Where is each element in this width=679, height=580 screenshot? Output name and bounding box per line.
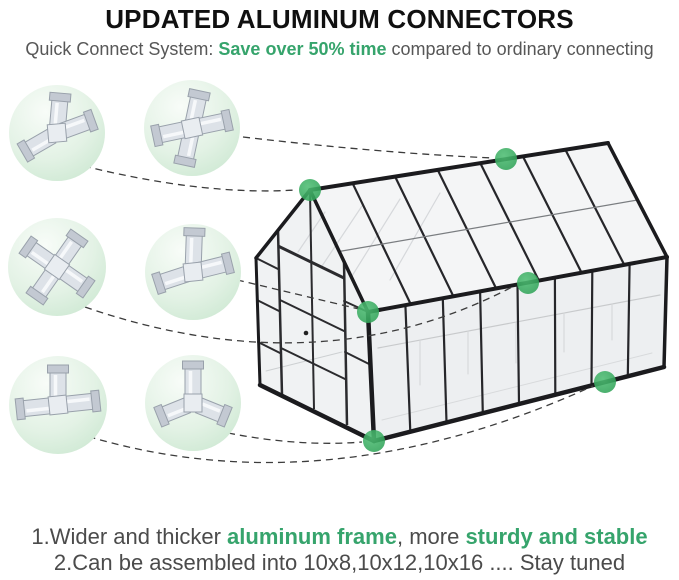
connector-thumbnail-middle-left bbox=[8, 218, 106, 316]
connector-point-marker-ridge bbox=[495, 148, 517, 170]
corner-connector-icon bbox=[151, 227, 235, 295]
subtitle-prefix: Quick Connect System: bbox=[25, 39, 219, 59]
subtitle: Quick Connect System: Save over 50% time… bbox=[0, 39, 679, 60]
front-right-rafter bbox=[308, 188, 370, 314]
page-title: UPDATED ALUMINUM CONNECTORS bbox=[105, 4, 574, 34]
footer-line-2: 2.Can be assembled into 10x8,10x12,10x16… bbox=[53, 550, 626, 575]
connector-point-marker-eave-corner bbox=[357, 301, 379, 323]
front-left-post bbox=[254, 256, 262, 387]
footer-line-1: 1.Wider and thicker aluminum frame, more… bbox=[0, 524, 679, 550]
footer-line1-highlight-2: sturdy and stable bbox=[465, 524, 648, 549]
leader-line-base-mid bbox=[76, 385, 594, 464]
t-connector-icon bbox=[14, 364, 102, 421]
roof-rafters bbox=[338, 148, 638, 306]
door-jambs bbox=[276, 229, 349, 426]
connector-point-markers bbox=[299, 148, 616, 452]
greenhouse-illustration bbox=[254, 141, 669, 444]
wall-studs bbox=[404, 262, 631, 433]
connector-point-marker-base-mid bbox=[594, 371, 616, 393]
leader-line-base-corner bbox=[227, 432, 363, 444]
footer-line1-prefix: 1.Wider and thicker bbox=[31, 524, 228, 549]
cross-connector-icon bbox=[18, 228, 96, 306]
corner-connector-icon bbox=[16, 91, 99, 163]
footer: 1.Wider and thicker aluminum frame, more… bbox=[0, 524, 679, 576]
leader-line-peak bbox=[71, 162, 297, 192]
connector-thumbnail-top-right bbox=[144, 80, 240, 176]
subtitle-highlight: Save over 50% time bbox=[218, 39, 387, 59]
connector-thumbnail-middle-right bbox=[145, 224, 241, 320]
connector-thumbnail-bottom-right bbox=[145, 355, 241, 451]
door-handle bbox=[303, 330, 309, 336]
cross-connector-icon bbox=[150, 88, 234, 168]
front-base-beam bbox=[257, 382, 377, 444]
leader-lines bbox=[71, 136, 594, 464]
header: UPDATED ALUMINUM CONNECTORS Quick Connec… bbox=[0, 0, 679, 60]
connector-point-marker-eave-mid bbox=[517, 272, 539, 294]
greenhouse-frame bbox=[254, 141, 669, 444]
front-corner-post bbox=[365, 309, 377, 444]
door-center-post bbox=[309, 191, 315, 410]
connector-point-marker-base-corner bbox=[363, 430, 385, 452]
footer-line1-highlight-1: aluminum frame bbox=[227, 524, 397, 549]
leader-line-eave-mid bbox=[84, 285, 515, 344]
ridge-beam bbox=[308, 141, 610, 192]
leader-line-eave-corner bbox=[224, 276, 360, 310]
connector-point-marker-peak bbox=[299, 179, 321, 201]
connector-thumbnail-top-left bbox=[9, 85, 105, 181]
back-corner-post bbox=[662, 255, 669, 369]
connector-thumbnail-bottom-left bbox=[9, 356, 107, 454]
footer-line1-mid: , more bbox=[396, 524, 466, 549]
corner-connector-icon bbox=[153, 360, 233, 428]
roof-purlin bbox=[338, 199, 638, 253]
back-roof-edge bbox=[606, 141, 669, 259]
leader-line-ridge bbox=[242, 136, 494, 159]
gable-door-and-girts bbox=[255, 191, 370, 426]
subtitle-suffix: compared to ordinary connecting bbox=[386, 39, 654, 59]
front-left-rafter bbox=[254, 188, 312, 260]
